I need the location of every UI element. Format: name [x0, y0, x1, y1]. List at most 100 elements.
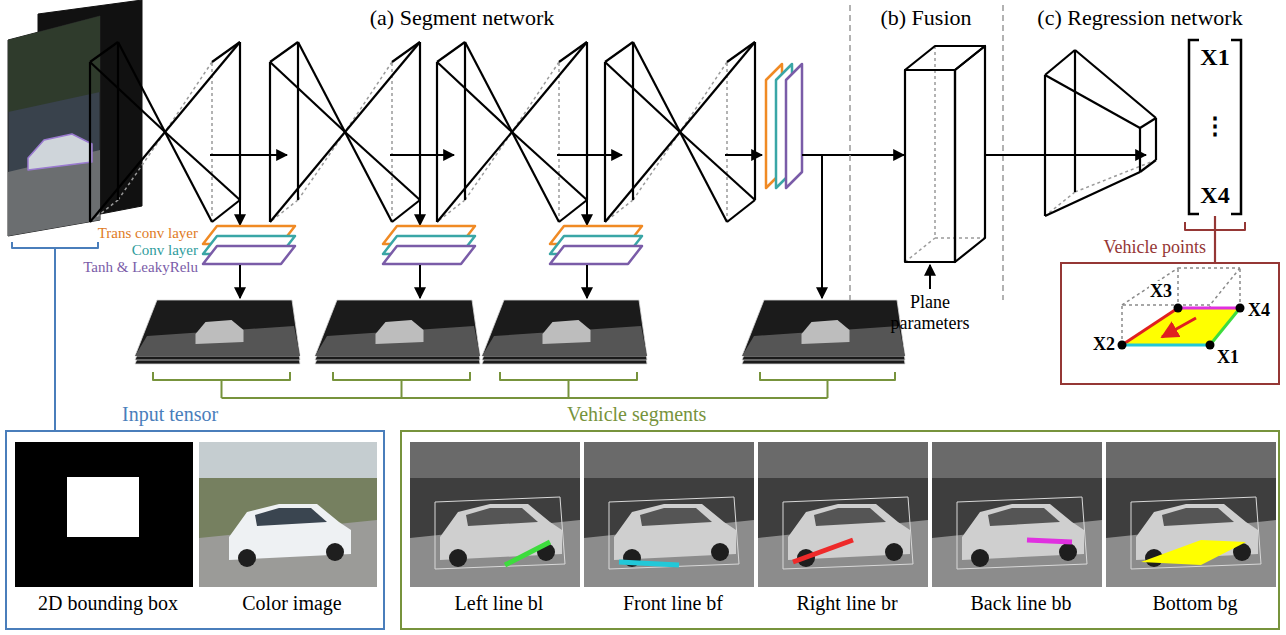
box-outline	[609, 497, 739, 569]
network-block	[90, 132, 165, 222]
bracket	[153, 372, 290, 380]
hidden-edge	[165, 62, 212, 132]
wheel	[971, 549, 989, 567]
box-edge	[1210, 268, 1240, 305]
bracket-line	[568, 380, 570, 398]
image-tile: Color image	[199, 442, 385, 622]
network-block	[605, 62, 680, 132]
vehicle-point	[1236, 304, 1245, 313]
text-label: Trans conv layer	[98, 225, 198, 242]
vector-entry: X4	[1200, 182, 1229, 210]
arrow	[725, 154, 762, 156]
bracket	[333, 372, 470, 380]
wheel	[711, 543, 729, 561]
network-block	[117, 42, 119, 200]
divider	[849, 5, 851, 300]
network-block	[680, 42, 755, 132]
box-edge	[1121, 305, 1123, 345]
network-block	[437, 62, 512, 132]
arrow	[821, 155, 823, 298]
bracket	[760, 372, 895, 380]
front-line	[1122, 344, 1210, 347]
image-picture	[199, 442, 377, 587]
back-line	[1178, 307, 1240, 310]
regression-block	[1074, 50, 1076, 192]
network-block	[89, 62, 91, 222]
regression-block	[1044, 75, 1046, 216]
label-slot: Plane parameters	[875, 292, 985, 333]
network-block	[465, 42, 512, 132]
regression-block	[1045, 75, 1140, 128]
network-block	[165, 132, 212, 222]
arrow	[929, 265, 931, 289]
hidden-edge	[298, 132, 345, 200]
point-label: X2	[1092, 334, 1116, 355]
box-outline	[783, 497, 913, 569]
network-block	[680, 132, 755, 200]
arrow	[239, 265, 241, 298]
car	[28, 134, 92, 170]
sky	[758, 442, 928, 478]
vector-column: X1⋮X4	[1185, 38, 1245, 216]
fusion-block	[905, 46, 985, 70]
network-block	[212, 200, 240, 222]
bracket-line	[222, 397, 828, 399]
car-window	[640, 508, 712, 526]
image-caption: Color image	[199, 592, 385, 615]
network-block	[512, 42, 587, 132]
vehicle-point	[1206, 341, 1215, 350]
hidden-edge	[558, 62, 560, 222]
point-label: X4	[1247, 300, 1271, 321]
image-tile: Front line bf	[584, 442, 762, 622]
hidden-edge	[633, 132, 680, 200]
car-window	[1162, 508, 1234, 526]
network-block	[297, 42, 299, 200]
vehicle-point	[1174, 304, 1183, 313]
network-block	[754, 42, 756, 200]
bracket-line	[401, 380, 403, 398]
car	[543, 320, 591, 344]
car	[196, 320, 244, 344]
fusion-block	[955, 46, 985, 262]
label-slot: X4	[1247, 300, 1271, 321]
regression-block	[1140, 118, 1156, 128]
panel-heading: Input tensor	[122, 403, 218, 426]
image-tile: Left line bl	[410, 442, 588, 622]
hidden-edge	[211, 62, 213, 222]
hidden-edge	[465, 132, 512, 200]
hidden-edge	[726, 62, 728, 222]
vector-entry: ⋮	[1203, 113, 1227, 141]
bracket-line	[221, 380, 223, 398]
network-block	[270, 62, 345, 132]
network-block	[605, 42, 633, 62]
car-window	[255, 508, 327, 526]
network-block	[559, 200, 587, 222]
arrow	[390, 154, 454, 156]
right-line	[1122, 308, 1178, 345]
network-block	[345, 42, 420, 132]
hidden-edge	[90, 200, 118, 222]
network-block	[633, 42, 680, 132]
network-block	[165, 132, 240, 200]
arrow	[586, 155, 588, 225]
image-picture	[410, 442, 580, 587]
wheel	[238, 549, 256, 567]
heading-arrow	[1162, 318, 1196, 337]
bracket-left	[1189, 40, 1199, 214]
bracket	[500, 372, 637, 380]
text-label: (c) Regression network	[1037, 5, 1242, 30]
hidden-edge	[1075, 160, 1156, 192]
image-picture	[584, 442, 754, 587]
regression-block	[1140, 160, 1156, 172]
input-card	[8, 16, 100, 236]
network-block	[345, 132, 392, 222]
divider	[1002, 5, 1004, 300]
network-block	[392, 200, 420, 222]
network-block	[464, 42, 466, 200]
box-edge	[1178, 267, 1240, 269]
sky	[1106, 442, 1276, 478]
bracket-line	[54, 248, 56, 430]
layer-plane	[786, 64, 802, 188]
output-vector: X1⋮X4	[1185, 38, 1245, 216]
image-background	[199, 442, 377, 587]
